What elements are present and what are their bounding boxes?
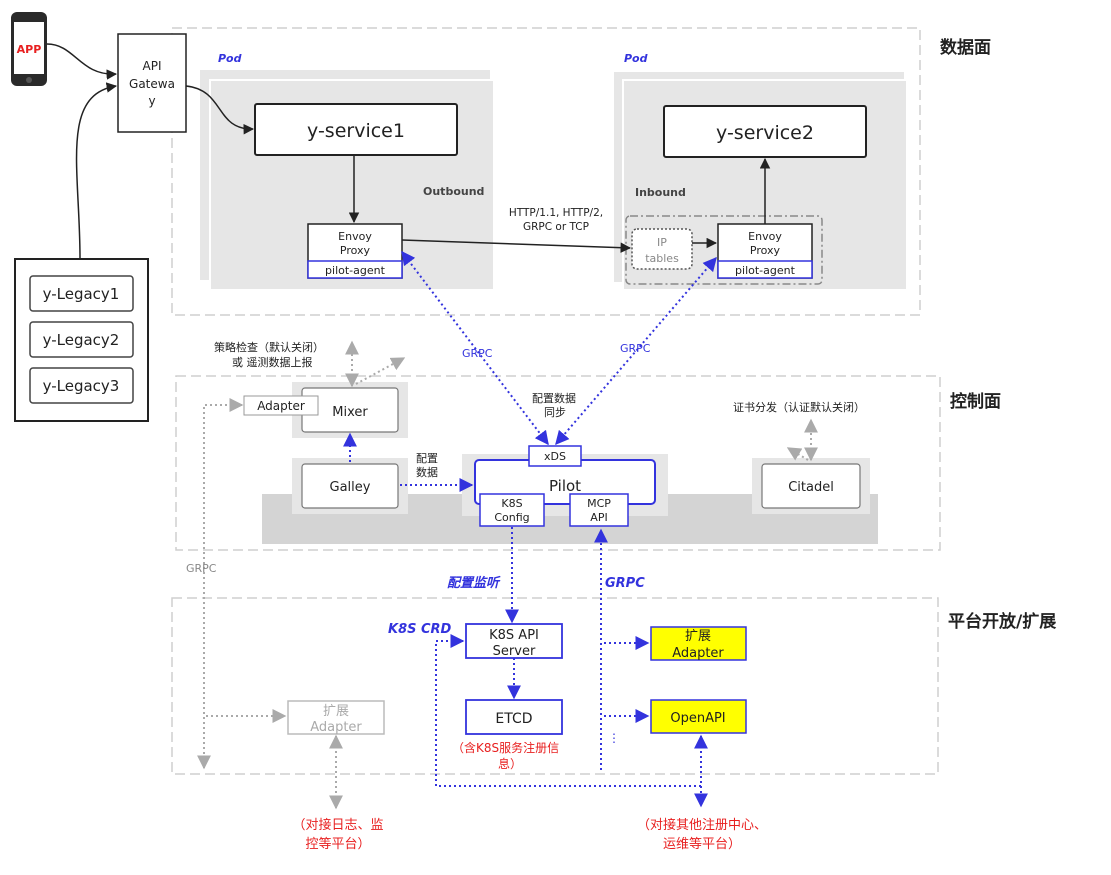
phone-device: APP — [11, 12, 47, 86]
api-gateway-line3: y — [148, 94, 155, 108]
note-bottom-left-line1: （对接日志、监 — [292, 817, 383, 833]
service1-label: y-service1 — [307, 120, 405, 142]
ext-adapter-yellow-line2: Adapter — [672, 646, 724, 661]
note-bottom-right-line1: （对接其他注册中心、 — [637, 817, 767, 833]
pilot-label: Pilot — [549, 477, 581, 495]
config-data-line2: 数据 — [416, 465, 438, 479]
envoy-left-line1: Envoy — [338, 230, 372, 243]
galley-box — [301, 463, 399, 509]
pod-label-2: Pod — [624, 52, 648, 65]
protocol-line2: GRPC or TCP — [523, 221, 589, 233]
section-control-plane: 控制面 — [950, 391, 1001, 412]
citadel-arrow-diag — [786, 447, 809, 461]
platform-frame — [171, 597, 939, 775]
galley-label: Galley — [330, 480, 371, 495]
adapter-small-label: Adapter — [257, 399, 305, 413]
section-platform: 平台开放/扩展 — [948, 611, 1056, 632]
k8s-config-line2: Config — [494, 511, 529, 524]
k8s-crd-label: K8S CRD — [388, 622, 452, 637]
k8s-api-line2: Server — [493, 644, 536, 659]
ext-adapter-gray-line2: Adapter — [310, 720, 362, 735]
etcd-label: ETCD — [495, 711, 532, 727]
service1-box — [254, 103, 458, 156]
phone-app-label: APP — [17, 43, 42, 56]
ext-adapter-gray-box — [287, 700, 385, 735]
policy-note-line1: 策略检查（默认关闭） — [214, 340, 324, 354]
note-bottom-left-line2: 控等平台） — [305, 836, 370, 852]
envoy-left-line2: Proxy — [340, 244, 371, 257]
legacy-box-2 — [29, 321, 134, 358]
section-data-plane: 数据面 — [940, 37, 991, 58]
legacy-label-1: y-Legacy1 — [43, 285, 120, 303]
iptables-line2: tables — [645, 252, 679, 265]
grpc-label-right: GRPC — [620, 342, 651, 355]
grpc-blue-label: GRPC — [605, 576, 645, 591]
legacy-box-3 — [29, 367, 134, 404]
envoy-right-line2: Proxy — [750, 244, 781, 257]
outbound-label: Outbound — [423, 185, 484, 198]
api-gateway-line1: API — [143, 59, 162, 73]
mixer-label: Mixer — [332, 405, 368, 420]
dots-marker: ⋮ — [608, 731, 620, 745]
grpc-gray-line — [197, 398, 244, 770]
grpc-label-left: GRPC — [462, 347, 493, 360]
mcp-api-line1: MCP — [587, 497, 611, 510]
k8s-api-line1: K8S API — [489, 628, 539, 643]
envoy-right-agent-label: pilot-agent — [735, 264, 796, 277]
envoy-right-line1: Envoy — [748, 230, 782, 243]
legacy-label-3: y-Legacy3 — [43, 377, 120, 395]
k8s-config-line1: K8S — [501, 497, 522, 510]
etcd-note-line2: 息） — [498, 756, 522, 771]
citadel-box — [761, 463, 861, 509]
grpc-line-left — [401, 250, 549, 446]
adapter-small-box — [243, 395, 319, 416]
arrow-envoy-left-to-iptables — [401, 239, 632, 253]
k8s-crd-loop — [435, 634, 708, 787]
api-gateway-line2: Gatewa — [129, 77, 175, 91]
config-sync-line2: 同步 — [544, 406, 566, 419]
service2-label: y-service2 — [716, 122, 814, 144]
config-data-line1: 配置 — [416, 452, 438, 465]
legacy-label-2: y-Legacy2 — [43, 331, 120, 349]
ext-adapter-gray-line1: 扩展 — [323, 704, 349, 719]
envoy-left-agent-label: pilot-agent — [325, 264, 386, 277]
api-gateway-box — [117, 33, 187, 133]
note-bottom-right-line2: 运维等平台） — [663, 836, 741, 852]
config-sync-line1: 配置数据 — [532, 391, 576, 405]
openapi-label: OpenAPI — [670, 711, 725, 726]
etcd-note-line1: （含K8S服务注册信 — [452, 740, 559, 755]
mixer-arrow-diag — [355, 357, 406, 385]
service2-box — [663, 105, 867, 158]
legacy-box-1 — [29, 275, 134, 312]
data-plane-frame — [171, 27, 921, 316]
ext-adapter-yellow-line1: 扩展 — [685, 629, 711, 644]
grpc-line-right — [555, 256, 717, 446]
citadel-label: Citadel — [788, 480, 834, 495]
xds-box — [528, 445, 582, 467]
arrow-gateway-to-service1 — [185, 85, 255, 135]
envoy-right-agent-box — [717, 260, 813, 279]
pod-label-1: Pod — [218, 52, 242, 65]
inbound-label: Inbound — [635, 186, 686, 199]
cert-note: 证书分发（认证默认关闭） — [733, 400, 865, 414]
xds-label: xDS — [544, 450, 566, 463]
arrow-app-to-gateway — [46, 43, 118, 80]
config-listen-label: 配置监听 — [447, 575, 501, 591]
grpc-gray-label: GRPC — [186, 562, 217, 575]
iptables-line1: IP — [657, 236, 667, 249]
protocol-line1: HTTP/1.1, HTTP/2, — [509, 207, 603, 219]
k8s-config-box — [479, 493, 545, 527]
mcp-api-box — [569, 493, 629, 527]
arrow-legacy-to-gateway — [75, 82, 118, 259]
policy-note-line2: 或 遥测数据上报 — [232, 355, 313, 369]
mcp-api-line2: API — [590, 511, 607, 524]
